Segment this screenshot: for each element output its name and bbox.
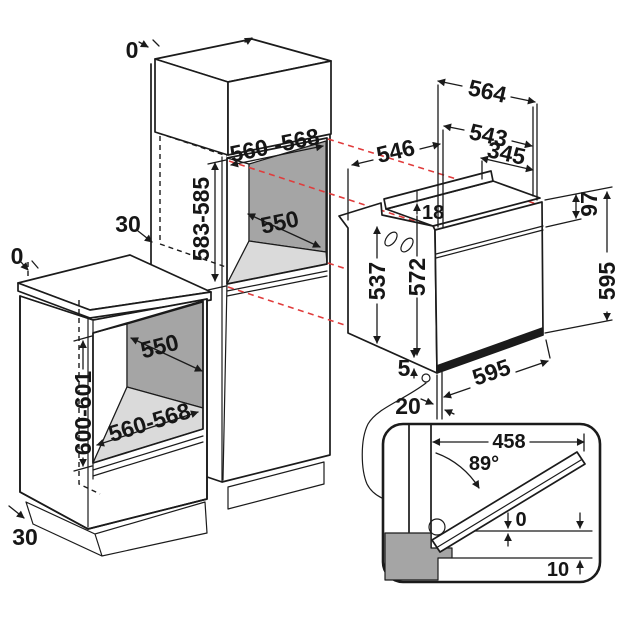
oven: [338, 170, 544, 383]
line-564-right: [510, 96, 536, 105]
line-543-right: [511, 140, 533, 149]
projection-top-right: [327, 138, 541, 206]
base-niche-opening: [92, 300, 204, 464]
dim-10: 10: [547, 559, 569, 581]
vent-slot-icon: [400, 237, 414, 253]
base-height-ticks: [73, 335, 93, 472]
line-546-right: [419, 141, 441, 150]
line-595b-right: [515, 359, 549, 373]
column-plinth: [227, 461, 325, 510]
adjustable-foot: [421, 373, 431, 383]
line-345: [480, 155, 534, 173]
dim-595-right: 595: [594, 262, 620, 301]
column-front-edge: [222, 282, 228, 481]
upper-gap-tick: [152, 39, 160, 47]
dim-angle: 89°: [469, 453, 499, 475]
dim-0: 0: [515, 509, 526, 531]
ext-20: [436, 371, 443, 420]
dim-base-height: 600-601: [70, 371, 96, 456]
dim-base-plinth: 30: [12, 524, 38, 550]
worktop-edge: [17, 282, 212, 319]
dim-upper-gap: 0: [126, 37, 139, 63]
base-gap-tick: [31, 260, 39, 269]
base-gap-arrow: [20, 261, 29, 271]
arrow-20-right: [444, 409, 455, 417]
upper-cabinet-right-face: [227, 60, 332, 156]
inset-front-panel: [408, 423, 432, 549]
dim-345: 345: [485, 136, 528, 170]
door-detail-inset: 458 89° 0 10: [381, 422, 602, 584]
niche-depth-line: [247, 213, 321, 248]
dim-base-gap: 0: [11, 243, 24, 269]
dim-18: 18: [422, 202, 444, 224]
ext-97: [544, 186, 613, 228]
niche-floor-lip: [226, 270, 328, 297]
ext-top-dims: [437, 84, 538, 228]
dim-546: 546: [374, 134, 417, 168]
dim-5: 5: [398, 355, 411, 381]
hinge-icon: [428, 518, 446, 536]
projection-top-left: [228, 160, 437, 229]
upper-corner-arrow: [243, 37, 253, 45]
dim-458: 458: [492, 431, 525, 453]
base-depth-line: [130, 337, 203, 372]
upper-gap-arrow: [138, 40, 149, 48]
niche-height-ticks: [207, 159, 227, 291]
line-595b-left: [443, 387, 471, 399]
base-width-line: [96, 410, 199, 447]
ext-595-right: [544, 319, 613, 334]
dim-572: 572: [404, 258, 430, 296]
ext-595-bottom: [545, 339, 551, 359]
rear-gap-arrow: [137, 230, 153, 243]
line-543-left: [443, 123, 465, 132]
line-546-left: [351, 159, 374, 168]
dim-564: 564: [466, 74, 509, 108]
oven-door-bottom-shadow: [437, 327, 543, 373]
dim-rear-gap: 30: [115, 211, 141, 237]
detail-leader-line: [361, 382, 427, 500]
line-564-left: [437, 78, 463, 87]
arrow-20-left: [420, 397, 434, 405]
hidden-interior-edge: [78, 300, 101, 495]
angle-arc: [435, 452, 480, 489]
niche-width-line: [230, 143, 324, 168]
dim-niche-height: 583-585: [188, 177, 214, 262]
base-plinth-arrow: [8, 505, 25, 519]
base-plinth: [25, 501, 208, 557]
dim-97: 97: [576, 191, 602, 217]
base-body-outline: [19, 295, 208, 530]
oven-control-band: [435, 225, 544, 259]
open-door-inner-line: [435, 459, 582, 549]
vent-slot-icon: [384, 231, 398, 247]
dim-20: 20: [395, 393, 421, 419]
dim-537: 537: [364, 262, 390, 300]
